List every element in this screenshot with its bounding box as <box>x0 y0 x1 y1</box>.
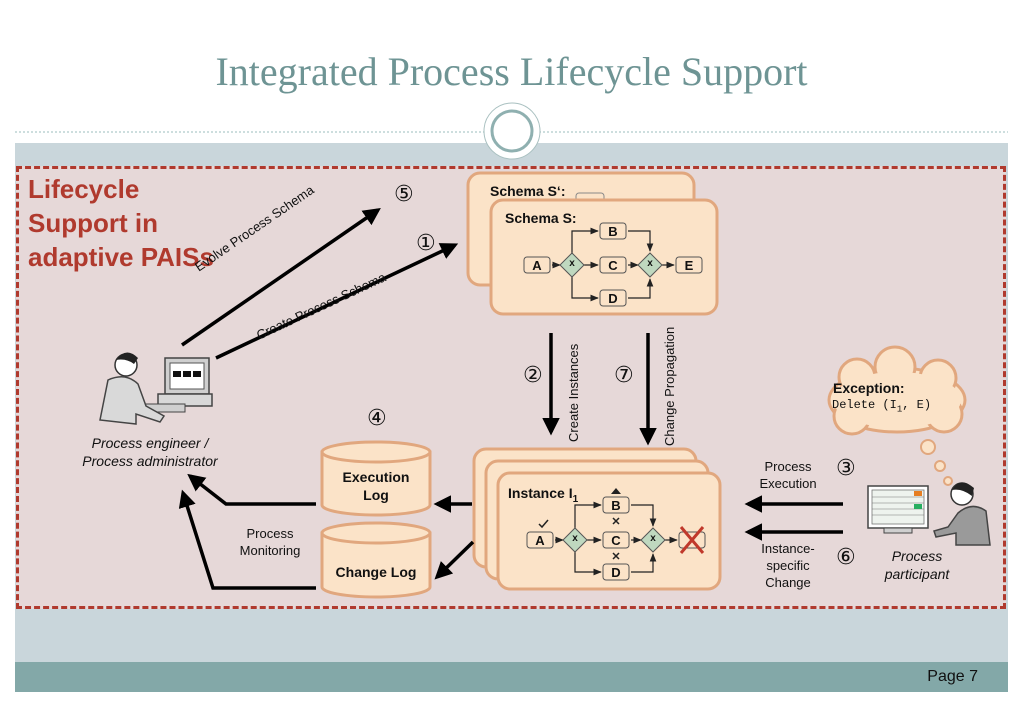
engineer-figure-icon <box>99 352 213 425</box>
arrows <box>178 208 843 590</box>
running-marker-icon <box>611 488 621 494</box>
instance-node-b: B <box>611 498 621 513</box>
change-propagation-label: Change Propagation <box>662 326 677 446</box>
instance-node-d: D <box>611 565 621 580</box>
instance-label: Instance I1 <box>508 485 579 505</box>
step-4: ④ <box>367 405 387 430</box>
instance-gateway-join: x <box>650 533 656 544</box>
lifecycle-title: Lifecycle Support in adaptive PAISs <box>28 172 214 274</box>
step-3: ③ <box>836 455 856 480</box>
lifecycle-title-line3: adaptive PAISs <box>28 242 214 272</box>
step-7: ⑦ <box>614 362 634 387</box>
step-1: ① <box>416 230 436 255</box>
schema-box <box>489 198 719 316</box>
schema-node-c: C <box>608 258 618 273</box>
execution-monitor-arrow <box>187 473 316 506</box>
page-number: Page 7 <box>927 668 978 685</box>
change-log-cylinder <box>320 521 432 599</box>
change-log-label: Change Log <box>335 564 417 580</box>
schema-label: Schema S: <box>505 210 577 226</box>
schema-node-a: A <box>532 258 542 273</box>
lifecycle-title-line1: Lifecycle <box>28 174 140 204</box>
schema-node-b: B <box>608 224 618 239</box>
exception-title: Exception: <box>833 380 905 396</box>
instance-gateway-split: x <box>572 533 578 544</box>
completed-check-icon <box>538 519 549 529</box>
instance-node-c: C <box>611 533 621 548</box>
slide-title: Integrated Process Lifecycle Support <box>215 49 808 94</box>
lifecycle-title-line2: Support in <box>28 208 158 238</box>
schema-prime-label: Schema S‘: <box>490 183 566 199</box>
schema-gateway-join: x <box>647 258 653 269</box>
schema-node-d: D <box>608 291 618 306</box>
schema-gateway-split: x <box>569 258 575 269</box>
header-divider <box>15 102 1008 160</box>
deleted-cross-icon <box>679 526 705 554</box>
evolve-arrow <box>181 208 381 347</box>
skipped-x-icon-2 <box>612 552 620 560</box>
execution-log-cylinder <box>320 440 432 517</box>
exception-cloud <box>827 345 967 486</box>
engineer-caption: Process engineer /Process administrator <box>82 435 218 469</box>
create-arrow <box>215 243 459 360</box>
create-instances-label: Create Instances <box>566 343 581 442</box>
footer-band <box>15 662 1008 692</box>
change-monitor-arrow <box>178 489 316 590</box>
to-change-log-arrow <box>434 540 475 580</box>
step-5: ⑤ <box>394 181 414 206</box>
participant-figure-icon <box>867 482 991 546</box>
skipped-x-icon <box>612 517 620 525</box>
instance-box <box>496 471 722 591</box>
schema-node-e: E <box>684 258 694 273</box>
step-2: ② <box>523 362 543 387</box>
step-6: ⑥ <box>836 544 856 569</box>
instance-node-a: A <box>535 533 545 548</box>
exception-code: Delete (I1, E) <box>832 398 932 415</box>
